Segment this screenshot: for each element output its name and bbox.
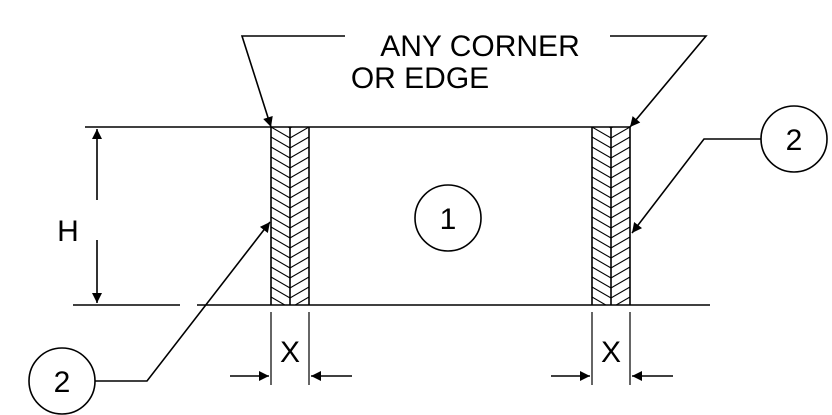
balloon-1: 1 (414, 184, 482, 252)
balloon-2-bottom-left-label: 2 (54, 366, 71, 399)
weld-left (270, 127, 310, 305)
callout-leader-left (240, 35, 345, 128)
dimension-height: H (57, 129, 102, 303)
callout-leader-right (610, 35, 708, 128)
dimension-width-left-label: X (280, 336, 300, 369)
weld-right (591, 127, 631, 305)
callout-line-2: OR EDGE (351, 62, 489, 95)
dimension-width-right: X (551, 312, 673, 385)
dimension-height-label: H (57, 215, 79, 248)
dimension-width-left: X (230, 312, 352, 385)
balloon-2-bottom-left: 2 (28, 221, 271, 415)
dimension-width-right-label: X (601, 336, 621, 369)
balloon-1-label: 1 (440, 203, 457, 236)
balloon-2-top-right-label: 2 (786, 124, 803, 157)
balloon-2-top-right: 2 (631, 105, 828, 234)
callout-line-1: ANY CORNER (380, 30, 579, 63)
